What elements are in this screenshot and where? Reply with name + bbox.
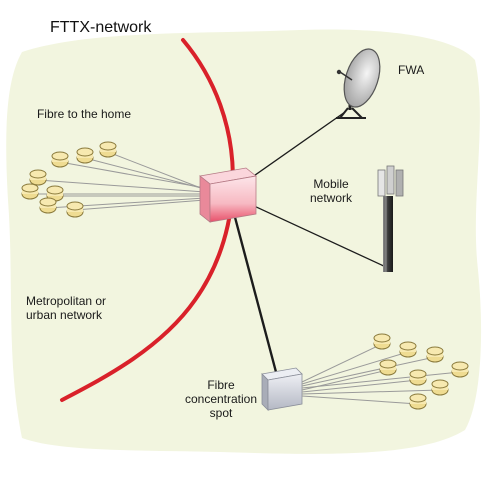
house-node-icon [379,359,397,376]
house-node-icon [373,333,391,350]
dish-antenna-icon [336,48,381,119]
house-node-icon [66,201,84,218]
label-fibre-to-the-home: Fibre to the home [36,107,132,121]
house-node-icon [451,361,469,378]
house-node-icon [29,169,47,186]
label-fibre-concentration-spot: Fibre concentration spot [184,378,258,420]
fibre-concentration-box [261,367,303,411]
house-node-icon [399,341,417,358]
house-node-icon [426,346,444,363]
label-fwa: FWA [398,63,425,77]
house-node-icon [39,197,57,214]
house-node-icon [21,183,39,200]
central-hub-box [199,167,257,223]
fibre-links-right [301,343,461,405]
label-mobile-network: Mobile network [309,177,353,205]
backbone-links [230,111,389,373]
label-metropolitan-network: Metropolitan or urban network [26,294,107,322]
house-node-icon [76,147,94,164]
house-node-icon [99,141,117,158]
house-node-icon [409,393,427,410]
house-node-icon [409,369,427,386]
house-node-icon [431,379,449,396]
cell-tower-icon [377,165,404,272]
home-nodes-left [21,141,117,218]
network-boundary-line [60,38,235,402]
background-region [6,29,482,454]
diagram-title: FTTX-network [50,19,152,36]
house-node-icon [51,151,69,168]
home-nodes-right [373,333,469,410]
